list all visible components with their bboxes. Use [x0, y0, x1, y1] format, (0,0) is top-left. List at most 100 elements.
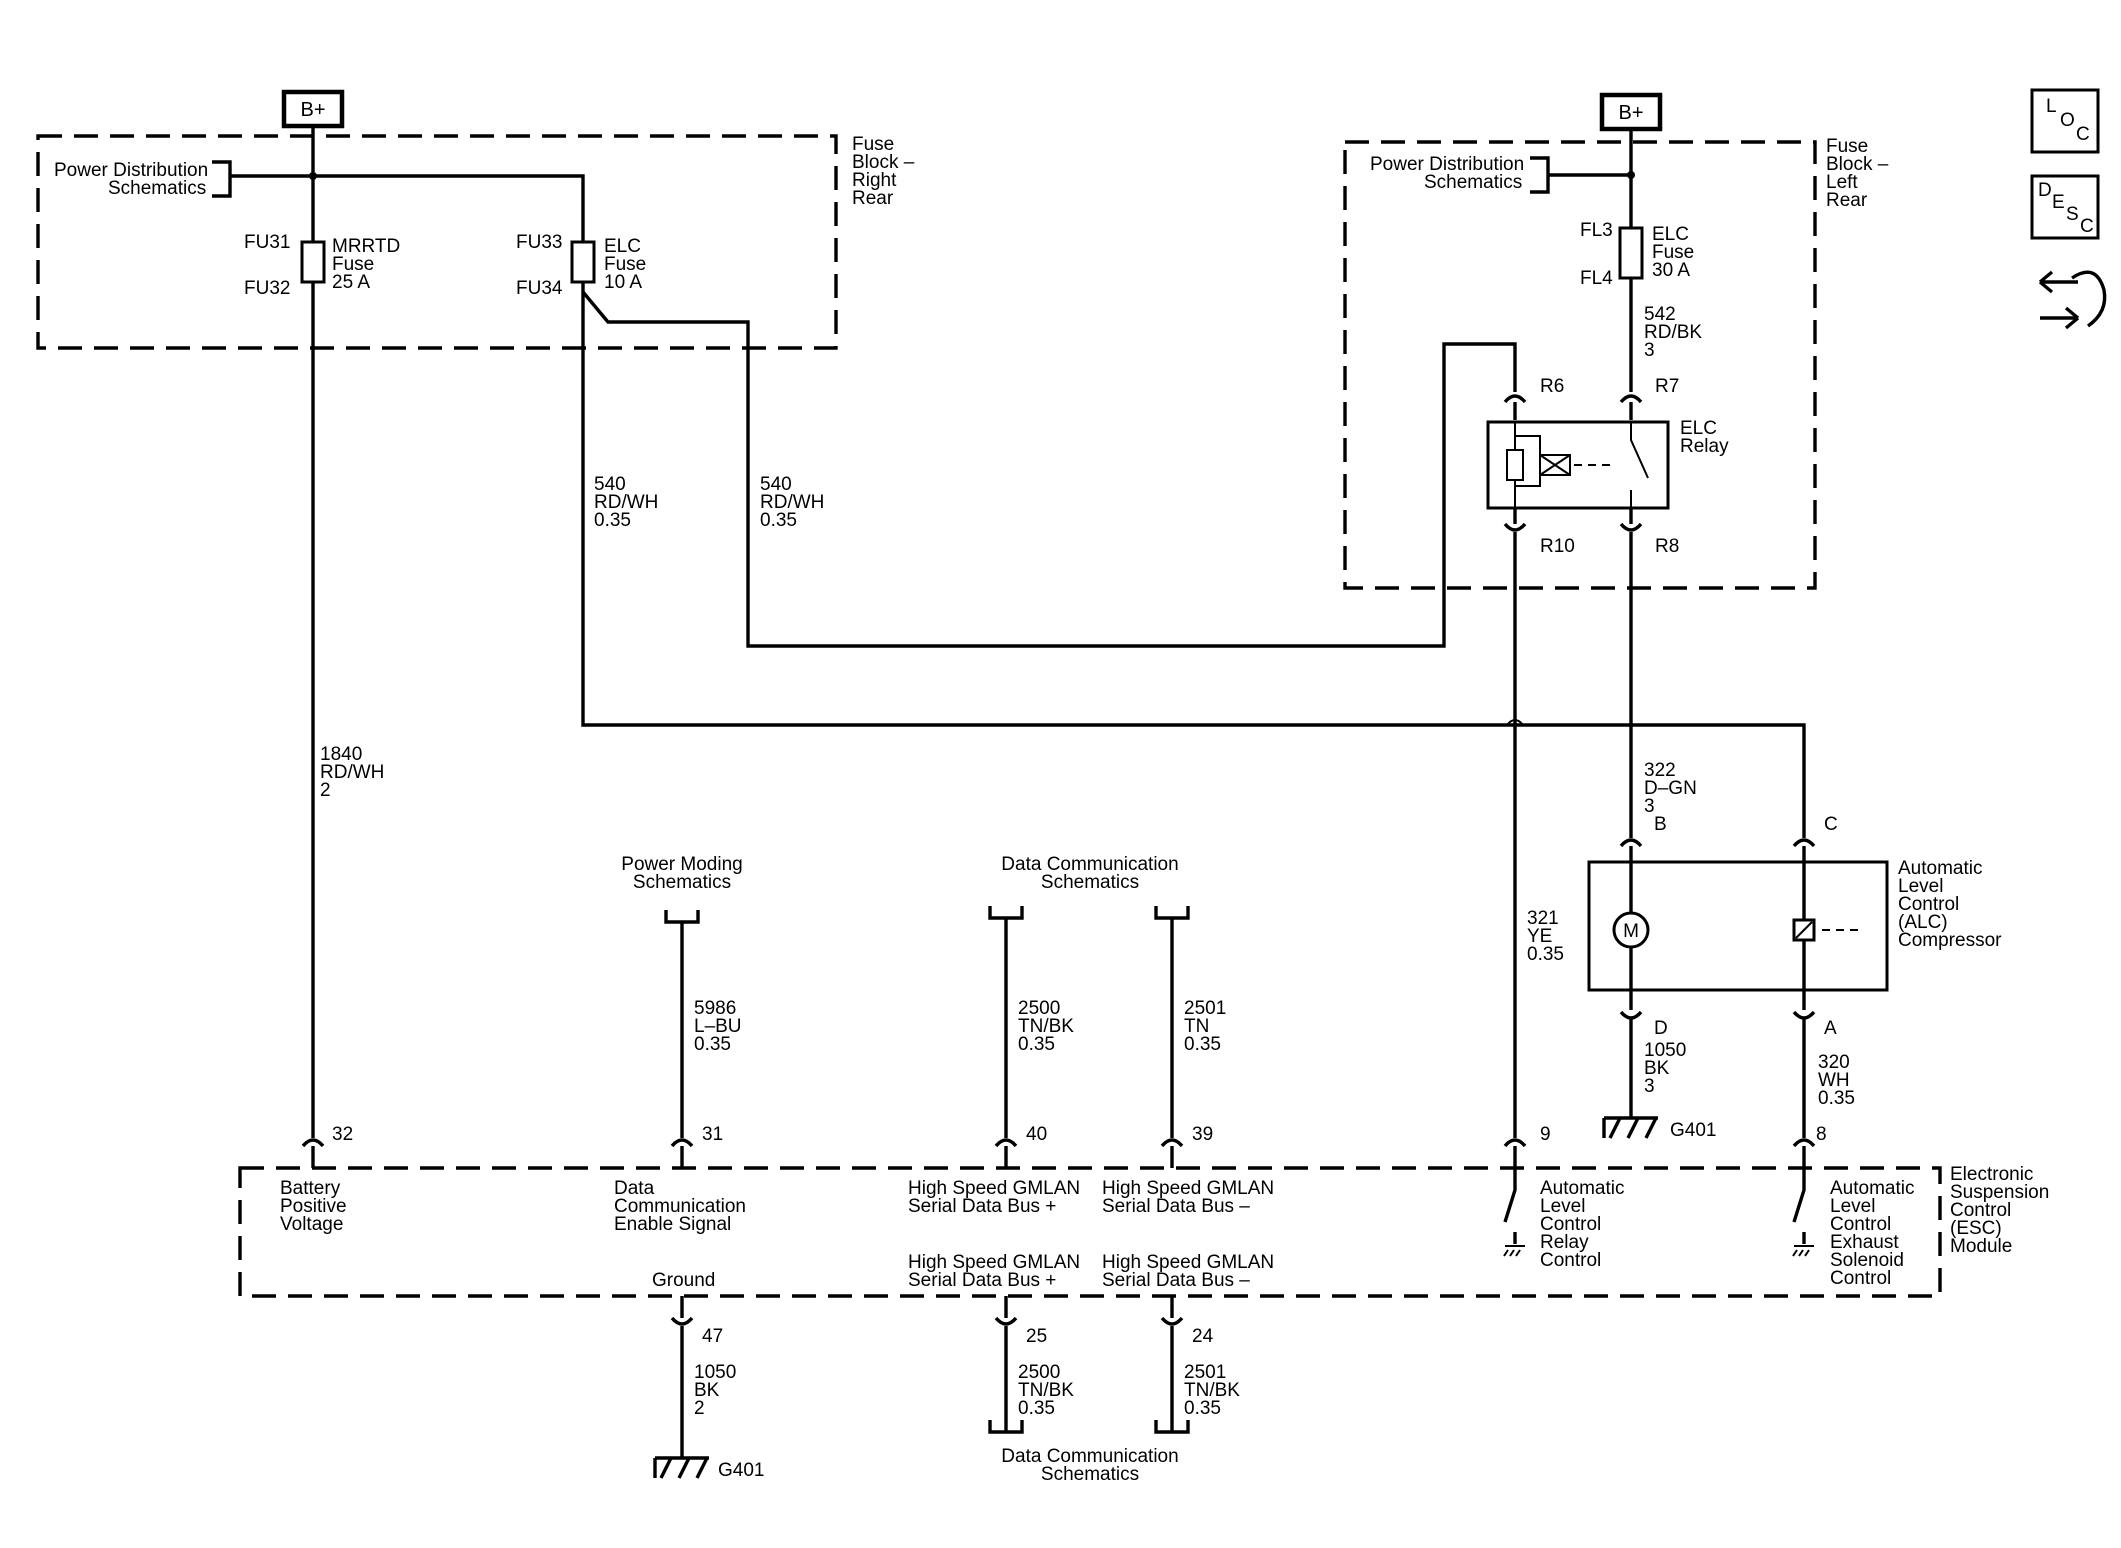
- svg-text:321: 321: [1527, 908, 1559, 929]
- svg-text:Schematics: Schematics: [1424, 172, 1522, 193]
- power-moding-ref[interactable]: Power Moding: [621, 854, 742, 875]
- gmlan-plus-bottom-label: High Speed GMLAN: [908, 1252, 1080, 1273]
- svg-text:FL3: FL3: [1580, 220, 1613, 241]
- esc-module: 32 31 40 39 9 8 Battery Positive Voltage…: [238, 1124, 2049, 1347]
- gmlan-minus-bottom-label: High Speed GMLAN: [1102, 1252, 1274, 1273]
- svg-text:Block –: Block –: [852, 152, 915, 173]
- ground-g401-bottom: [653, 1456, 709, 1479]
- svg-text:3: 3: [1644, 796, 1655, 817]
- svg-text:Rear: Rear: [852, 188, 894, 209]
- alc-compressor: B C M Automatic Level Control (ALC) Comp…: [1587, 814, 2002, 1039]
- esc-module-label: Electronic: [1950, 1164, 2033, 1185]
- svg-text:C: C: [2080, 216, 2094, 237]
- elc-fuse-30a: [1618, 226, 1644, 280]
- data-comm-ref-top[interactable]: Data Communication: [1001, 854, 1178, 875]
- svg-text:TN/BK: TN/BK: [1018, 1016, 1074, 1037]
- motor-icon: [1612, 911, 1650, 949]
- svg-text:Schematics: Schematics: [1041, 872, 1139, 893]
- svg-text:TN: TN: [1184, 1016, 1209, 1037]
- svg-text:Left: Left: [1826, 172, 1858, 193]
- svg-text:1050: 1050: [694, 1362, 736, 1383]
- svg-text:(ALC): (ALC): [1898, 912, 1948, 933]
- fuse-block-rr-title: Fuse: [852, 134, 894, 155]
- svg-text:2500: 2500: [1018, 1362, 1060, 1383]
- svg-text:Control: Control: [1898, 894, 1959, 915]
- svg-text:24: 24: [1192, 1326, 1214, 1347]
- svg-text:Control: Control: [1950, 1200, 2011, 1221]
- svg-text:BK: BK: [694, 1380, 720, 1401]
- svg-text:MRRTD: MRRTD: [332, 236, 400, 257]
- svg-text:G401: G401: [1670, 1120, 1716, 1141]
- svg-text:TN/BK: TN/BK: [1184, 1380, 1240, 1401]
- svg-text:2501: 2501: [1184, 998, 1226, 1019]
- svg-text:40: 40: [1026, 1124, 1047, 1145]
- svg-text:S: S: [2066, 204, 2079, 225]
- svg-text:2501: 2501: [1184, 1362, 1226, 1383]
- svg-text:Block –: Block –: [1826, 154, 1889, 175]
- svg-text:YE: YE: [1527, 926, 1552, 947]
- svg-text:9: 9: [1540, 1124, 1551, 1145]
- svg-text:R7: R7: [1655, 376, 1679, 397]
- svg-text:R8: R8: [1655, 536, 1679, 557]
- fuse-block-lr-title: Fuse: [1826, 136, 1868, 157]
- svg-text:C: C: [1824, 814, 1838, 835]
- svg-text:RD/WH: RD/WH: [594, 492, 658, 513]
- svg-text:Level: Level: [1540, 1196, 1585, 1217]
- svg-text:0.35: 0.35: [1818, 1088, 1855, 1109]
- svg-text:0.35: 0.35: [1527, 944, 1564, 965]
- ground-g401-right: [1602, 1116, 1658, 1139]
- exhaust-control-label: Automatic: [1830, 1178, 1914, 1199]
- svg-text:3: 3: [1644, 340, 1655, 361]
- desc-icon[interactable]: D E S C: [2030, 174, 2100, 240]
- svg-text:320: 320: [1818, 1052, 1850, 1073]
- svg-text:WH: WH: [1818, 1070, 1850, 1091]
- svg-text:ELC: ELC: [604, 236, 641, 257]
- svg-text:TN/BK: TN/BK: [1018, 1380, 1074, 1401]
- wire-5986: [664, 910, 700, 1138]
- relay-control-label: Automatic: [1540, 1178, 1624, 1199]
- svg-text:0.35: 0.35: [1184, 1034, 1221, 1055]
- ground-label: Ground: [652, 1270, 715, 1291]
- svg-text:322: 322: [1644, 760, 1676, 781]
- svg-text:0.35: 0.35: [694, 1034, 731, 1055]
- svg-text:B: B: [1654, 814, 1667, 835]
- power-dist-ref-left[interactable]: Power Distribution: [54, 160, 208, 181]
- data-comm-ref-bottom[interactable]: Data Communication: [1001, 1446, 1178, 1467]
- svg-text:R10: R10: [1540, 536, 1575, 557]
- svg-text:Relay: Relay: [1680, 436, 1729, 457]
- svg-text:RD/WH: RD/WH: [760, 492, 824, 513]
- svg-text:O: O: [2060, 110, 2075, 131]
- svg-text:Serial Data Bus –: Serial Data Bus –: [1102, 1270, 1250, 1291]
- svg-text:Right: Right: [852, 170, 897, 191]
- svg-text:2: 2: [694, 1398, 705, 1419]
- svg-text:D: D: [2038, 180, 2052, 201]
- svg-text:Enable Signal: Enable Signal: [614, 1214, 731, 1235]
- svg-text:5986: 5986: [694, 998, 736, 1019]
- data-enable-label: Data: [614, 1178, 655, 1199]
- svg-text:Level: Level: [1898, 876, 1943, 897]
- svg-text:Serial Data Bus +: Serial Data Bus +: [908, 1196, 1056, 1217]
- svg-text:47: 47: [702, 1326, 723, 1347]
- svg-text:0.35: 0.35: [1184, 1398, 1221, 1419]
- power-dist-ref-right[interactable]: Power Distribution: [1370, 154, 1524, 175]
- svg-text:Serial Data Bus –: Serial Data Bus –: [1102, 1196, 1250, 1217]
- svg-text:Fuse: Fuse: [1652, 242, 1694, 263]
- svg-text:C: C: [2076, 124, 2090, 145]
- svg-text:32: 32: [332, 1124, 353, 1145]
- wire-2500-bottom: [988, 1326, 1024, 1434]
- svg-text:30 A: 30 A: [1652, 260, 1690, 281]
- loc-icon[interactable]: L O C: [2030, 88, 2100, 154]
- svg-text:L–BU: L–BU: [694, 1016, 742, 1037]
- svg-text:Solenoid: Solenoid: [1830, 1250, 1904, 1271]
- svg-text:31: 31: [702, 1124, 723, 1145]
- connector-view-icon[interactable]: [2038, 270, 2107, 330]
- svg-text:0.35: 0.35: [1018, 1398, 1055, 1419]
- svg-text:Fuse: Fuse: [604, 254, 646, 275]
- svg-text:Communication: Communication: [614, 1196, 746, 1217]
- elc-fuse-10a: [570, 240, 596, 284]
- svg-text:Module: Module: [1950, 1236, 2012, 1257]
- wire-540-to-relay: [581, 290, 1517, 648]
- gmlan-minus-top-label: High Speed GMLAN: [1102, 1178, 1274, 1199]
- svg-text:39: 39: [1192, 1124, 1213, 1145]
